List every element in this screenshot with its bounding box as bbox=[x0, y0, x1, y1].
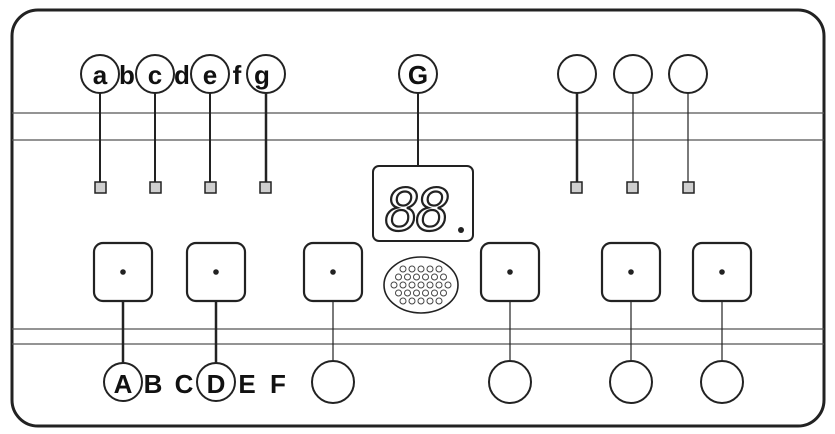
grille-hole bbox=[426, 297, 434, 305]
grille-hole bbox=[395, 289, 402, 297]
button-3-dot bbox=[330, 269, 336, 275]
callout-circle-right-3 bbox=[668, 54, 708, 94]
callout-circle-G bbox=[398, 54, 438, 94]
grille-hole bbox=[395, 273, 402, 281]
indicator-led-g bbox=[259, 181, 272, 194]
grille-hole bbox=[404, 289, 411, 297]
label-d: d bbox=[174, 60, 190, 90]
callout-circle-g bbox=[246, 54, 286, 94]
callout-circle-A bbox=[103, 362, 143, 402]
callout-circle-btn-5 bbox=[609, 360, 653, 404]
grille-hole bbox=[413, 289, 420, 297]
grille-hole bbox=[431, 273, 438, 281]
label-a: a bbox=[93, 60, 108, 90]
grille-hole bbox=[422, 273, 429, 281]
grille-hole bbox=[390, 281, 398, 289]
indicator-led-right-3 bbox=[682, 181, 695, 194]
speaker-grille-holes bbox=[390, 265, 452, 305]
callout-circle-D bbox=[196, 362, 236, 402]
label-e: e bbox=[203, 60, 217, 90]
label-C: C bbox=[175, 369, 194, 399]
grille-hole bbox=[408, 297, 416, 305]
grille-hole bbox=[440, 273, 447, 281]
grille-hole bbox=[435, 297, 443, 305]
callout-circle-btn-6 bbox=[700, 360, 744, 404]
grille-hole bbox=[435, 265, 443, 273]
callout-circle-e bbox=[190, 54, 230, 94]
grille-hole bbox=[408, 281, 416, 289]
label-D: D bbox=[207, 369, 226, 399]
label-c: c bbox=[148, 60, 162, 90]
label-b: b bbox=[119, 60, 135, 90]
label-A: A bbox=[114, 369, 133, 399]
grille-hole bbox=[444, 281, 452, 289]
callout-circle-c bbox=[135, 54, 175, 94]
indicator-led-right-1 bbox=[570, 181, 583, 194]
grille-hole bbox=[399, 297, 407, 305]
grille-hole bbox=[422, 289, 429, 297]
grille-hole bbox=[431, 289, 438, 297]
display-decimal-point bbox=[458, 227, 464, 233]
display-digits: 88 bbox=[385, 176, 448, 244]
button-A-dot bbox=[120, 269, 126, 275]
grille-hole bbox=[399, 265, 407, 273]
grille-hole bbox=[417, 265, 425, 273]
grille-hole bbox=[435, 281, 443, 289]
label-G: G bbox=[408, 60, 428, 90]
label-f: f bbox=[233, 60, 242, 90]
grille-hole bbox=[426, 265, 434, 273]
callout-circle-a bbox=[80, 54, 120, 94]
label-g: g bbox=[254, 60, 270, 90]
label-B: B bbox=[144, 369, 163, 399]
grille-hole bbox=[413, 273, 420, 281]
speaker-grille bbox=[383, 256, 459, 314]
callout-circle-btn-4 bbox=[488, 360, 532, 404]
label-F: F bbox=[270, 369, 286, 399]
indicator-led-a bbox=[94, 181, 107, 194]
digital-display bbox=[372, 165, 474, 242]
indicator-led-c bbox=[149, 181, 162, 194]
grille-hole bbox=[408, 265, 416, 273]
grille-hole bbox=[404, 273, 411, 281]
grille-hole bbox=[426, 281, 434, 289]
indicator-led-e bbox=[204, 181, 217, 194]
button-6-dot bbox=[719, 269, 725, 275]
grille-hole bbox=[417, 281, 425, 289]
callout-circle-right-1 bbox=[557, 54, 597, 94]
button-5-dot bbox=[628, 269, 634, 275]
grille-hole bbox=[399, 281, 407, 289]
callout-circle-btn-3 bbox=[311, 360, 355, 404]
label-E: E bbox=[238, 369, 255, 399]
grille-hole bbox=[417, 297, 425, 305]
button-4-dot bbox=[507, 269, 513, 275]
grille-hole bbox=[440, 289, 447, 297]
callout-circle-right-2 bbox=[613, 54, 653, 94]
button-D-dot bbox=[213, 269, 219, 275]
indicator-led-right-2 bbox=[626, 181, 639, 194]
